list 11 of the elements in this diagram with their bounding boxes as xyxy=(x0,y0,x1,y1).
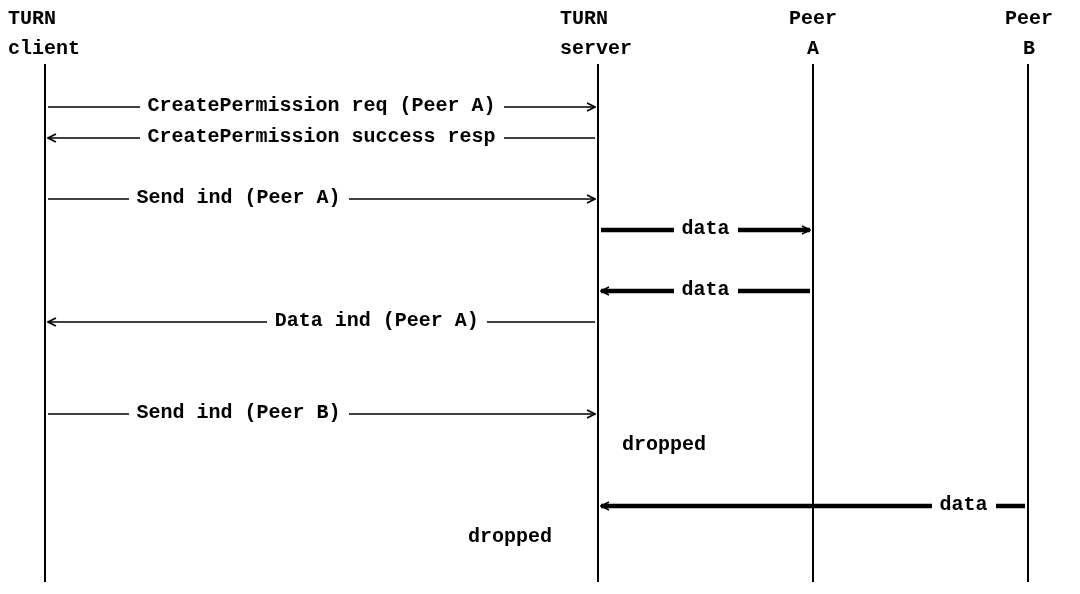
participant-label: TURN client xyxy=(8,6,81,62)
participant-label: Peer A xyxy=(788,6,838,62)
participant-label: TURN server xyxy=(560,6,633,62)
edge-label: Data ind (Peer A) xyxy=(266,309,487,333)
edge-label: CreatePermission success resp xyxy=(139,125,504,149)
note-text: dropped xyxy=(622,432,706,458)
edge-label: CreatePermission req (Peer A) xyxy=(139,94,504,118)
participant-label: Peer B xyxy=(1004,6,1054,62)
edge-label: Send ind (Peer B) xyxy=(128,401,349,425)
edge-label: Send ind (Peer A) xyxy=(128,186,349,210)
note-text: dropped xyxy=(468,524,552,550)
